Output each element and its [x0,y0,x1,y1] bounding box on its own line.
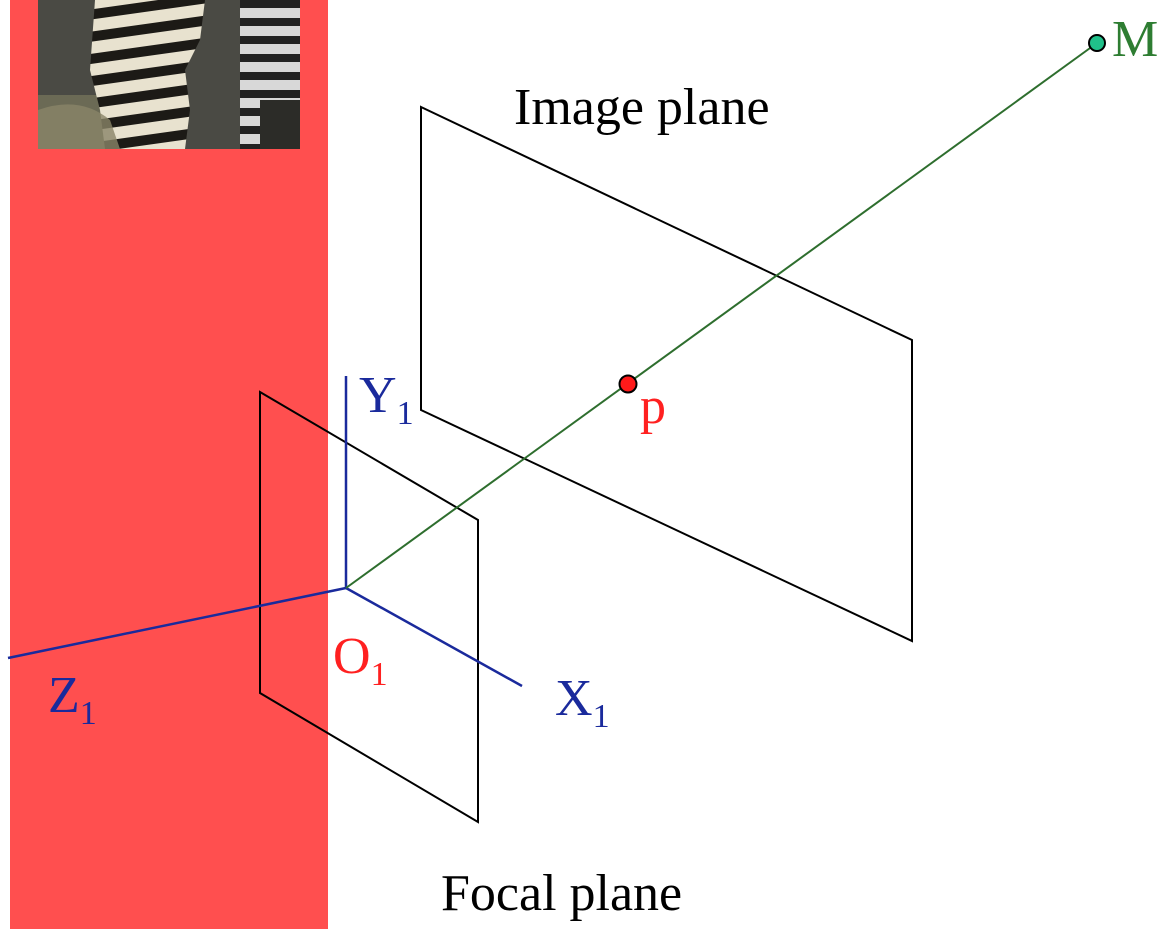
focal-plane-label: Focal plane [441,865,682,922]
origin-letter: O [333,628,371,685]
z-axis-letter: Z [48,667,80,724]
z-axis-label: Z1 [48,667,97,732]
x-axis [345,586,523,688]
x-axis-subscript: 1 [593,698,610,735]
y-axis-label: Y1 [359,367,414,432]
z-axis [7,586,347,660]
y-axis-subscript: 1 [397,395,414,432]
point-m-label: M [1112,11,1158,68]
focal-plane [259,390,479,824]
projection-ray [345,42,1098,589]
x-axis-label: X1 [555,670,610,735]
point-p-marker [618,374,638,394]
z-axis-subscript: 1 [80,695,97,732]
origin-subscript: 1 [371,656,388,693]
image-plane [420,105,913,643]
y-axis-letter: Y [359,367,397,424]
image-plane-label: Image plane [514,79,770,136]
origin-label: O1 [333,628,388,693]
point-m-marker [1088,34,1106,52]
x-axis-letter: X [555,670,593,727]
red-side-bar [10,0,328,929]
point-p-label: p [640,378,666,435]
thumbnail-image [38,0,300,149]
